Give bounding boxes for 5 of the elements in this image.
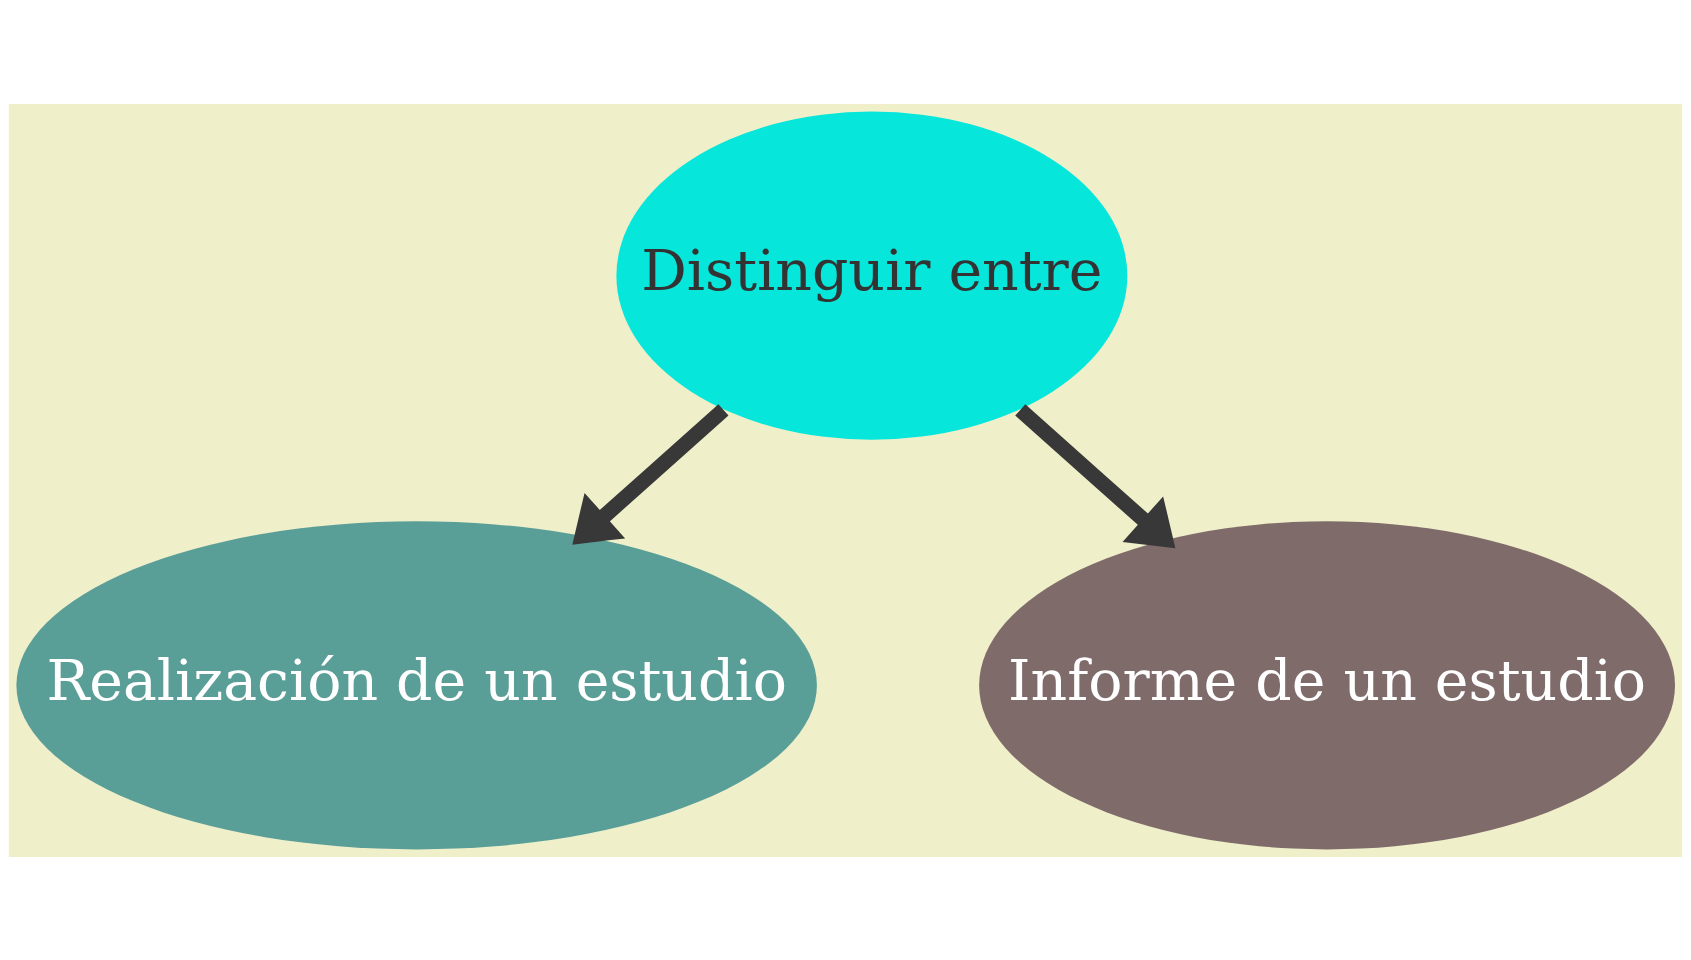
arrow: [1015, 403, 1176, 548]
node-ellipse: Realización de un estudio: [16, 520, 817, 849]
node-ellipse: Distinguir entre: [616, 111, 1128, 440]
arrow: [572, 403, 729, 545]
node-ellipse: Informe de un estudio: [979, 520, 1675, 849]
